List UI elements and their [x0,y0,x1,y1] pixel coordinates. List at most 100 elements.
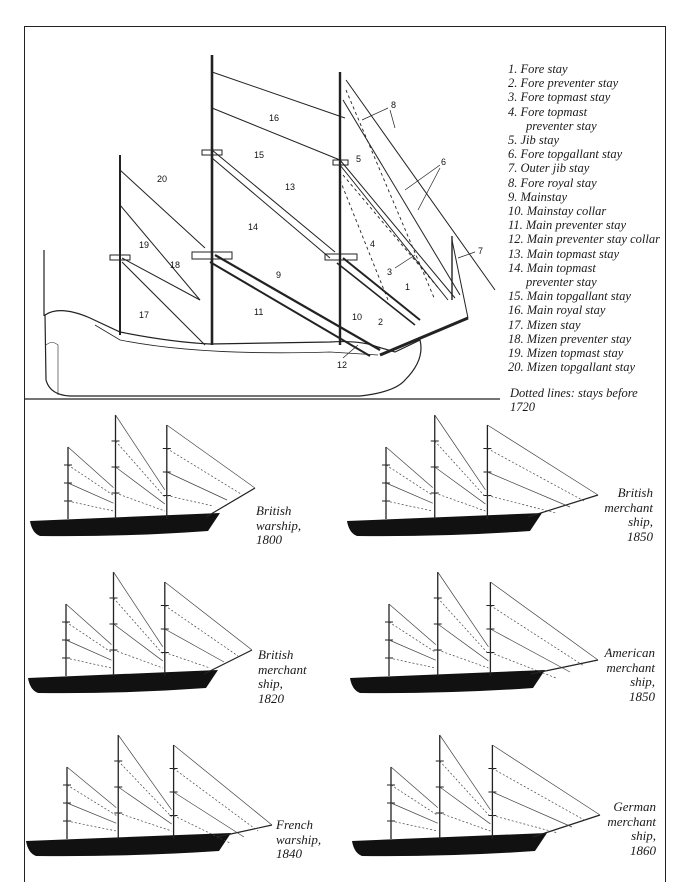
legend-item: 2. Fore preventer stay [508,76,619,91]
leader-6b [417,167,441,211]
ship-stay [487,495,557,514]
leader-12 [342,344,359,359]
ship-stay [437,623,489,662]
ship-stay [390,784,438,816]
fore-royal-stay [345,79,496,291]
stay-lines [119,71,496,357]
fore-stay [342,257,421,321]
hull-stern-detail [45,342,59,395]
ship-stay [66,766,117,808]
leader-8b [389,109,396,129]
mizen-stay [121,261,206,346]
outer-jib-stay [451,239,469,319]
ship-stay [66,784,117,816]
ship-stay [115,466,166,505]
frame-border [24,26,666,882]
ship-stay [113,649,163,669]
ship-stay [166,448,242,495]
ship-stay [173,744,273,826]
mainstay [214,254,381,351]
ship-stay [65,639,112,661]
ship-stay [65,657,112,669]
leader-7 [457,251,476,259]
mizen-topmast-stay [119,204,201,301]
num-2: 2 [378,317,383,327]
num-12: 12 [337,360,347,370]
jib-stay [339,159,456,299]
num-4: 4 [370,239,375,249]
legend-item: 14. Main topmast preventer stay [508,260,597,290]
ship-stay [492,744,601,816]
ship-stay [388,621,436,653]
caption-british-warship-1800: British warship, 1800 [256,503,302,547]
ship-stay [437,571,489,648]
ship-british-merchant-1820 [28,571,253,694]
ship-stay [385,500,433,512]
ship-british-warship-1800 [30,414,256,537]
ship-stay [164,605,239,657]
ship-stay [492,791,573,828]
ship-stay [434,440,486,498]
ship-stay [439,734,491,811]
ship-stay [490,605,585,667]
ship-bowsprit [203,649,253,675]
main-topmast-stay [211,149,336,253]
main-top [191,251,233,260]
ship-stay [66,802,117,824]
caption-british-merchant-1850: British merchant ship, 1850 [604,485,653,544]
num-9: 9 [276,270,281,280]
main-preventer-stay [209,261,371,357]
main-hull [44,310,422,397]
caption-british-merchant-1820: British merchant ship, 1820 [258,647,307,706]
ship-stay [164,652,211,669]
ship-stay [113,597,164,655]
mizen-preventer-stay [121,257,201,301]
diagram-number-labels: 1 2 3 4 5 6 7 8 9 10 11 12 13 14 15 16 1… [139,100,483,370]
num-1: 1 [405,282,410,292]
legend-item: 13. Main topmast stay [508,246,620,261]
legend-item: 1. Fore stay [508,62,568,76]
leader-3 [394,254,416,269]
ship-stay [67,446,114,488]
ship-bowsprit [216,824,273,838]
num-13: 13 [285,182,295,192]
num-15: 15 [254,150,264,160]
ship-bowsprit [530,659,599,675]
num-17: 17 [139,310,149,320]
ship-stay [173,815,231,844]
num-7: 7 [478,246,483,256]
leader-8a [361,107,389,121]
legend-item: 12. Main preventer stay collar [508,232,660,247]
ship-stay [388,639,436,661]
ship-bowsprit [205,487,256,518]
ship-stay [388,603,436,645]
num-20: 20 [157,174,167,184]
ship-hull [26,833,231,857]
ship-stay [390,802,438,824]
ship-stay [390,766,438,808]
ship-british-merchant-1850 [347,414,599,537]
ship-stay [437,649,489,669]
ship-stay [118,786,172,825]
legend-item: 10. Mainstay collar [508,204,607,219]
dotted-lines-note: Dotted lines: stays before 1720 [510,386,638,414]
legend-item: 11. Main preventer stay [508,218,627,233]
fore-topgallant-stay [342,99,461,296]
ship-stay [439,760,491,818]
ship-stay [115,414,166,491]
ship-stay [439,812,491,832]
ship-stay [388,657,436,669]
ship-stay [173,791,245,838]
num-3: 3 [387,267,392,277]
ship-stay [115,440,166,498]
legend-item: 6. Fore topgallant stay [508,147,623,162]
dotted-stay-a [345,89,436,301]
ship-stay [117,734,172,811]
ship-stay [487,424,599,496]
ship-stay [390,820,438,832]
fore-top [324,253,358,261]
ship-stay [490,628,571,673]
legend-item: 18. Mizen preventer stay [508,331,632,346]
num-11: 11 [254,307,263,317]
